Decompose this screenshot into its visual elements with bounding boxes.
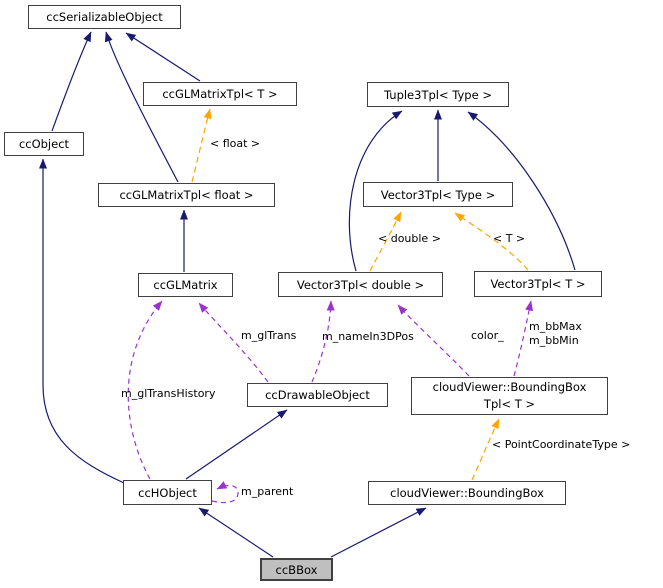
node-ccBBox-focus: ccBBox <box>260 558 333 581</box>
edge-label-m-bbMax: m_bbMax <box>529 320 582 333</box>
node-Vector3Tpl-double[interactable]: Vector3Tpl< double > <box>278 272 443 297</box>
node-Vector3Tpl-T[interactable]: Vector3Tpl< T > <box>474 271 602 297</box>
edge-ccBBox-to-cloudViewerBoundingBox-inheritance <box>330 507 427 558</box>
node-ccHObject[interactable]: ccHObject <box>123 480 212 505</box>
edge-label-template-PointCoordinateType: < PointCoordinateType > <box>492 438 631 451</box>
edge-label-m-parent: m_parent <box>241 485 294 498</box>
edge-ccHObject-to-ccObject-inheritance <box>39 158 125 484</box>
node-Tuple3Tpl-Type[interactable]: Tuple3Tpl< Type > <box>367 82 509 107</box>
node-ccGLMatrix[interactable]: ccGLMatrix <box>138 273 233 297</box>
edge-ccBBox-to-ccHObject-inheritance <box>198 507 274 558</box>
node-cloudViewer-BoundingBoxTpl-T-line1: cloudViewer::BoundingBox <box>432 380 587 394</box>
edge-ccDrawableObject-to-ccGLMatrix-m_glTrans <box>198 302 269 383</box>
edge-label-template-float: < float > <box>210 137 261 150</box>
edge-label-color: color_ <box>471 329 504 342</box>
edge-ccObject-to-ccSerializableObject-inheritance <box>51 31 92 132</box>
node-cloudViewer-BoundingBox[interactable]: cloudViewer::BoundingBox <box>368 481 566 505</box>
edge-ccHObject-to-ccDrawableObject-inheritance <box>185 409 288 480</box>
node-ccGLMatrixTpl-T[interactable]: ccGLMatrixTpl< T > <box>143 82 297 106</box>
node-Vector3Tpl-Type[interactable]: Vector3Tpl< Type > <box>363 182 513 207</box>
edge-ccGLMatrixTplT-to-ccSerializableObject-inheritance <box>125 32 201 82</box>
node-ccObject[interactable]: ccObject <box>4 132 84 156</box>
edge-label-m-glTrans: m_glTrans <box>241 329 297 342</box>
edge-label-m-bbMax-m-bbMin: m_bbMax m_bbMin <box>529 320 582 348</box>
node-cloudViewer-BoundingBoxTpl-T-line2: Tpl< T > <box>483 397 536 411</box>
edge-ccGLMatrixTplFloat-to-ccGLMatrixTplT-template <box>191 108 212 183</box>
edge-label-template-T: < T > <box>493 232 526 245</box>
edge-ccGLMatrixTplFloat-to-ccSerializableObject-inheritance <box>104 31 179 183</box>
edge-label-m-bbMin: m_bbMin <box>529 334 579 347</box>
edge-label-m-nameIn3DPos: m_nameIn3DPos <box>322 330 414 343</box>
node-cloudViewer-BoundingBoxTpl-T[interactable]: cloudViewer::BoundingBox Tpl< T > <box>411 377 608 415</box>
edge-label-m-glTransHistory: m_glTransHistory <box>121 387 216 400</box>
node-ccDrawableObject[interactable]: ccDrawableObject <box>247 383 388 407</box>
edge-ccHObject-self-m_parent <box>211 481 239 504</box>
node-ccSerializableObject[interactable]: ccSerializableObject <box>28 5 181 29</box>
edge-label-template-double: < double > <box>378 232 441 245</box>
node-ccGLMatrixTpl-float[interactable]: ccGLMatrixTpl< float > <box>98 183 275 207</box>
